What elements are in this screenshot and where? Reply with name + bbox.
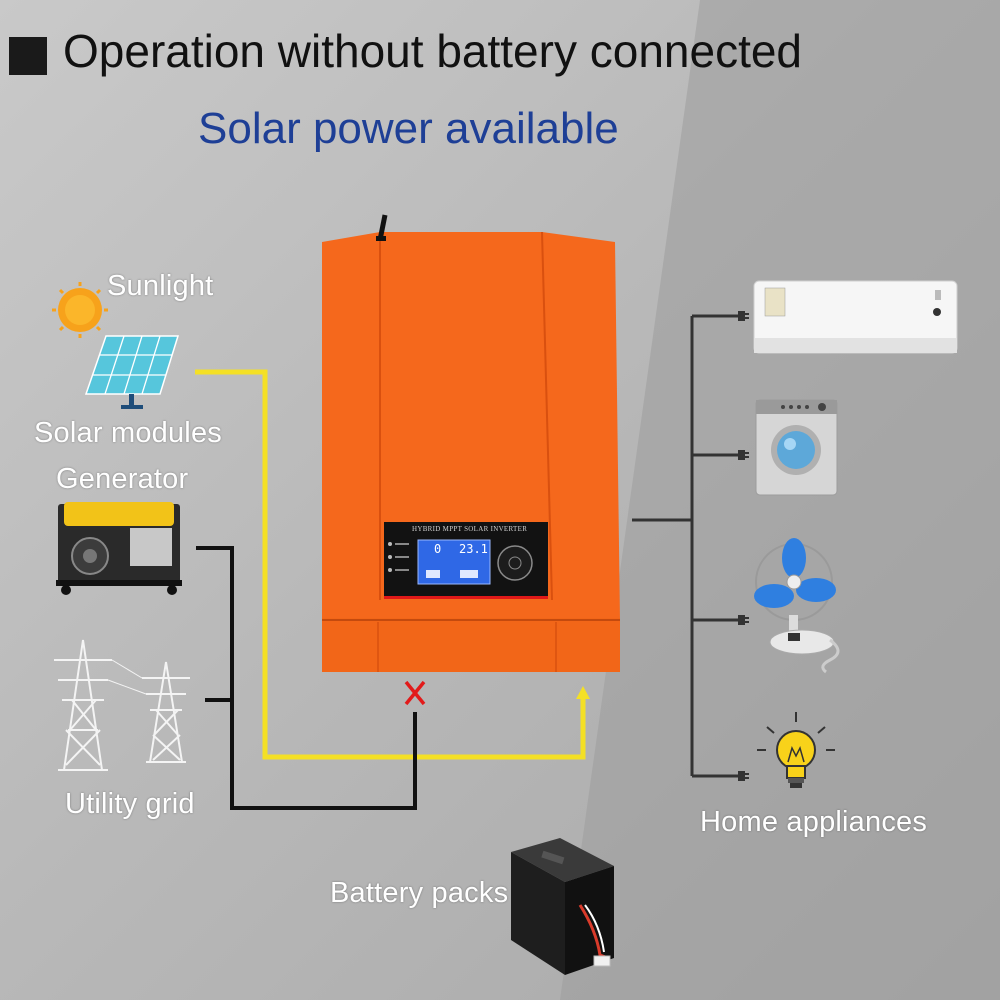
background-shade bbox=[560, 0, 1000, 1000]
generator-line bbox=[196, 546, 417, 810]
battery-packs-label: Battery packs bbox=[330, 877, 509, 909]
plug-icons bbox=[738, 311, 749, 781]
solar-flow-line bbox=[195, 369, 586, 760]
washing-machine-icon bbox=[755, 399, 838, 496]
battery-pack-icon bbox=[511, 838, 614, 975]
solar-flow-arrowhead bbox=[576, 686, 590, 699]
utility-pylon-icon bbox=[54, 639, 190, 771]
inverter-panel-label: HYBRID MPPT SOLAR INVERTER bbox=[412, 525, 528, 533]
utility-grid-label: Utility grid bbox=[65, 788, 195, 820]
battery-disconnect-mark bbox=[404, 680, 426, 706]
fan-icon bbox=[754, 538, 840, 674]
title-bullet bbox=[9, 37, 47, 75]
solar-modules-label: Solar modules bbox=[34, 417, 222, 449]
lcd-right-value: 23.1 bbox=[459, 542, 488, 556]
solar-panel-icon bbox=[84, 335, 180, 409]
sunlight-label: Sunlight bbox=[107, 270, 214, 302]
generator-label: Generator bbox=[56, 463, 189, 495]
lcd-left-value: 0 bbox=[434, 542, 442, 556]
generator-icon bbox=[56, 502, 182, 595]
inverter-control-panel bbox=[384, 522, 548, 599]
page-title: Operation without battery connected bbox=[63, 25, 803, 77]
page-subtitle: Solar power available bbox=[198, 104, 619, 153]
home-appliances-label: Home appliances bbox=[700, 806, 928, 838]
light-bulb-icon bbox=[757, 712, 835, 788]
air-conditioner-icon bbox=[753, 280, 958, 354]
inverter-body bbox=[322, 214, 620, 672]
sun-icon bbox=[52, 282, 108, 338]
appliance-branches bbox=[692, 314, 740, 778]
